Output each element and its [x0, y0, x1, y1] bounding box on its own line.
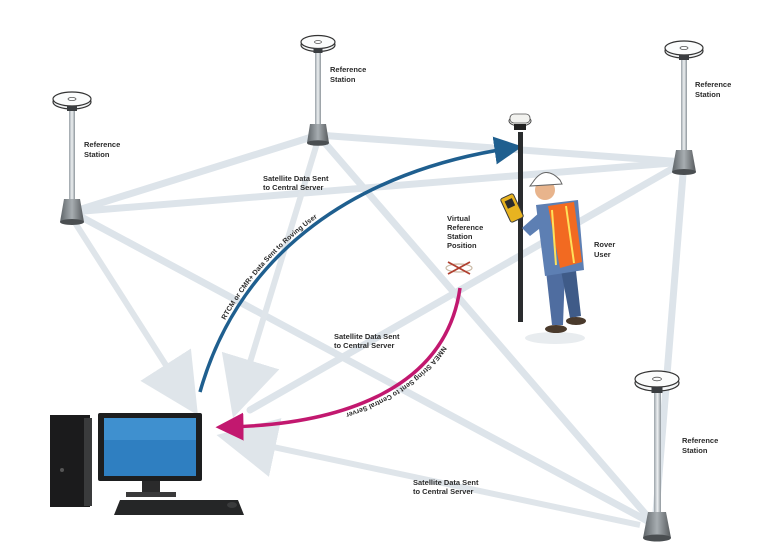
nmea-arrow [215, 287, 462, 441]
sat-data-label-1: Satellite Data Sent to Central Server [263, 174, 331, 192]
virtual-ref-label: Virtual Reference Station Position [447, 214, 485, 250]
ref-station-2-label: Reference Station [330, 65, 368, 84]
rtcm-arrow [198, 136, 523, 393]
central-server-computer [50, 413, 244, 515]
ref-station-1-label: Reference Station [84, 140, 122, 159]
virtual-station-marker [445, 261, 473, 275]
reference-station-4 [634, 370, 680, 542]
rover-user-figure [500, 113, 586, 344]
reference-station-1 [52, 91, 92, 225]
reference-station-2 [300, 34, 336, 146]
reference-station-3 [664, 40, 704, 175]
sat-data-label-3: Satellite Data Sent to Central Server [413, 478, 481, 496]
ref-station-4-label: Reference Station [682, 436, 720, 455]
server-data-lines [69, 139, 641, 528]
sat-data-label-2: Satellite Data Sent to Central Server [334, 332, 402, 350]
rover-user-label: Rover User [594, 240, 617, 259]
ref-station-3-label: Reference Station [695, 80, 733, 99]
